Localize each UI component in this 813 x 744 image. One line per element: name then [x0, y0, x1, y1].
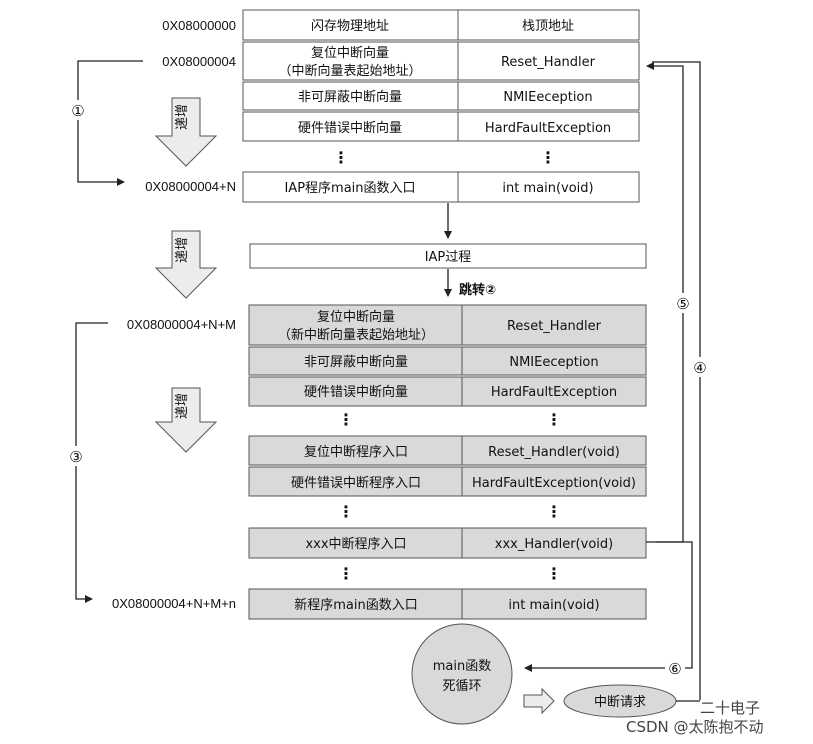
cell-nmi-vector: 非可屏蔽中断向量: [298, 89, 402, 105]
watermark-csdn: CSDN @太陈抱不动: [626, 718, 764, 736]
address-0x08000004-n-m: 0X08000004+N+M: [127, 317, 236, 332]
address-0x08000000: 0X08000000: [162, 18, 236, 33]
step-6-bg: [665, 658, 685, 678]
cell-reset-handler-void: Reset_Handler(void): [488, 445, 620, 460]
ellipsis-vertical: ⋮: [540, 148, 556, 167]
step-1-label: ①: [71, 102, 84, 120]
ellipsis-vertical: ⋮: [546, 410, 562, 429]
main-loop-circle: [411, 623, 513, 725]
cell-vector-table-start: （中断向量表起始地址）: [278, 63, 421, 79]
increasing-arrow-2: 递增: [154, 230, 218, 299]
connector-step-4: [652, 61, 701, 700]
cell-nmi-vector-new: 非可屏蔽中断向量: [304, 354, 408, 370]
step-1-bg: [68, 100, 88, 120]
connector-step-6: [524, 541, 693, 672]
iap-process-box: [249, 243, 647, 269]
cell-reset-vector-new: 复位中断向量: [317, 309, 395, 325]
cell-reset-handler: Reset_Handler: [501, 55, 596, 70]
cell-hardfault-exception: HardFaultException: [485, 121, 611, 136]
cell-reset-vector: 复位中断向量: [311, 45, 389, 61]
cell-reset-isr-entry: 复位中断程序入口: [304, 445, 408, 460]
ellipsis-vertical: ⋮: [338, 564, 354, 583]
step-3-label: ③: [69, 448, 82, 466]
cell-nmi-exception: NMIEeception: [503, 90, 592, 105]
step-6-label: ⑥: [668, 660, 681, 678]
cell-hardfault-exception-void: HardFaultException(void): [472, 476, 636, 491]
cell-nmi-exception-new: NMIEeception: [509, 355, 598, 370]
interrupt-request-label: 中断请求: [594, 695, 646, 710]
cell-hardfault-vector-new: 硬件错误中断向量: [304, 384, 408, 400]
jump-label: 跳转②: [459, 282, 496, 298]
cell-stack-top-address: 栈顶地址: [522, 19, 574, 34]
ellipsis-vertical: ⋮: [546, 502, 562, 521]
cell-xxx-handler-void: xxx_Handler(void): [495, 537, 613, 552]
cell-new-vector-table-start: （新中断向量表起始地址）: [278, 327, 434, 343]
main-loop-line1: main函数: [433, 659, 491, 674]
cell-iap-main-entry: IAP程序main函数入口: [284, 181, 415, 196]
iap-process-label: IAP过程: [425, 250, 472, 265]
ellipsis-vertical: ⋮: [546, 564, 562, 583]
cell-new-main-entry: 新程序main函数入口: [294, 597, 417, 613]
connector-step-1: [77, 60, 143, 186]
arrow-to-interrupt: [523, 687, 555, 715]
cell-hardfault-exception-new: HardFaultException: [491, 385, 617, 400]
increasing-arrow-1: 递增: [154, 97, 218, 167]
cell-reset-handler-new: Reset_Handler: [507, 319, 602, 334]
cell-int-main: int main(void): [502, 181, 593, 196]
step-4-label: ④: [693, 359, 706, 377]
step-5-bg: [673, 293, 693, 313]
vector-table-new-program: 复位中断向量 （新中断向量表起始地址） Reset_Handler 非可屏蔽中断…: [248, 304, 647, 620]
main-loop-line2: 死循环: [442, 679, 481, 694]
address-0x08000004-n: 0X08000004+N: [145, 179, 236, 194]
address-0x08000004-n-m-n: 0X08000004+N+M+n: [112, 596, 236, 611]
cell-xxx-isr-entry: xxx中断程序入口: [305, 537, 406, 552]
step-5-label: ⑤: [676, 295, 689, 313]
increasing-arrow-3: 递增: [154, 387, 218, 453]
cell-hardfault-isr-entry: 硬件错误中断程序入口: [291, 476, 421, 491]
cell-hardfault-vector: 硬件错误中断向量: [298, 120, 402, 136]
ellipsis-vertical: ⋮: [338, 410, 354, 429]
step-3-bg: [66, 446, 86, 466]
increasing-label: 递增: [175, 237, 190, 263]
vector-table-iap: 闪存物理地址 栈顶地址 复位中断向量 （中断向量表起始地址） Reset_Han…: [242, 9, 640, 203]
step-4-bg: [690, 357, 710, 377]
ellipsis-vertical: ⋮: [333, 148, 349, 167]
address-0x08000004: 0X08000004: [162, 54, 236, 69]
increasing-label: 递增: [175, 104, 190, 130]
ellipsis-vertical: ⋮: [338, 502, 354, 521]
watermark-brand: 二十电子: [700, 699, 760, 717]
cell-flash-physical-address: 闪存物理地址: [311, 19, 389, 34]
cell-int-main-new: int main(void): [508, 598, 599, 613]
increasing-label: 递增: [175, 393, 190, 419]
